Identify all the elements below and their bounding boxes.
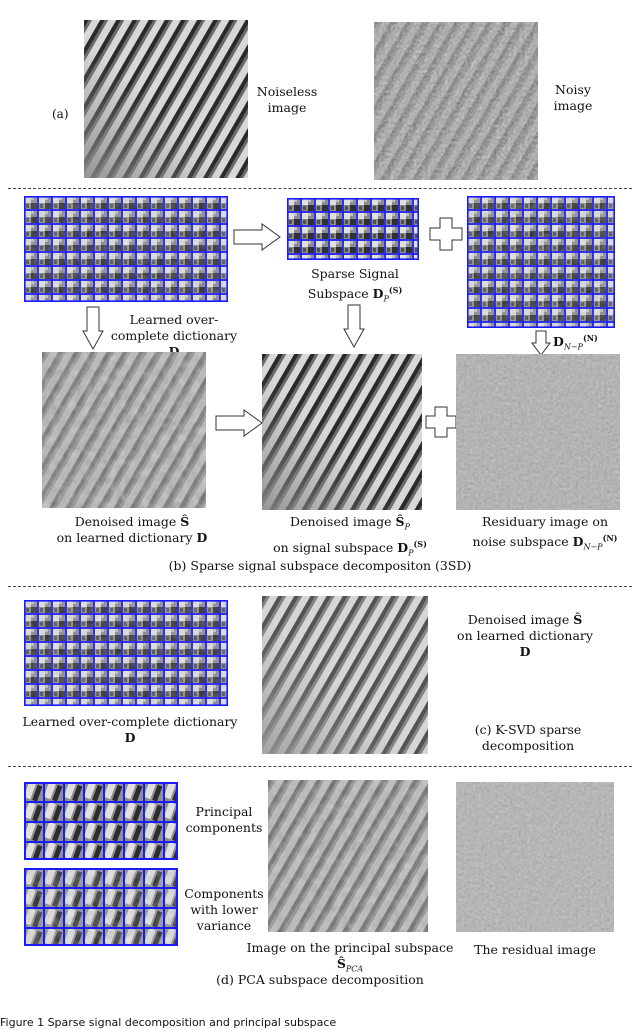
noiseless-label: Noiseless image [256, 84, 318, 115]
down-arrow-icon [343, 304, 365, 349]
panel-d-caption: (d) PCA subspace decomposition [216, 972, 424, 987]
right-arrow-icon [233, 223, 281, 251]
residual-label: Residuary image on noise subspace DN−P(N… [472, 514, 618, 552]
denoised-label: Denoised image Ŝ on learned dictionary D [56, 514, 208, 545]
separator [8, 188, 632, 189]
sparse-signal-subspace-grid [287, 198, 419, 260]
residual-noise-image [456, 354, 620, 510]
panel-b-caption: (b) Sparse signal subspace decompositon … [168, 558, 472, 573]
noise-subspace-label: DN−P(N) [553, 333, 598, 352]
noisy-image [374, 22, 538, 180]
plus-icon [429, 217, 463, 251]
ksvd-denoised-image [262, 596, 428, 754]
down-arrow-icon [82, 306, 104, 351]
residual-image-label: The residual image [474, 942, 596, 957]
pca-image-label: Image on the principal subspace ŜPCA [246, 940, 454, 974]
lower-variance-grid [24, 868, 178, 946]
dictionary-label: Learned over-complete dictionary D [22, 714, 238, 745]
noise-subspace-grid [467, 196, 615, 328]
separator [8, 766, 632, 767]
learned-dictionary-grid [24, 196, 228, 302]
ksvd-denoised-label: Denoised image Ŝ on learned dictionary D [457, 612, 593, 659]
down-arrow-icon [531, 330, 551, 356]
right-arrow-icon [215, 409, 263, 437]
dictionary-label: Learned over- complete dictionary D [110, 312, 238, 359]
denoised-image [42, 352, 206, 508]
noisy-label: Noisy image [553, 82, 593, 113]
pca-residual-image [456, 782, 614, 932]
lower-variance-label: Components with lower variance [184, 886, 264, 933]
noiseless-image [84, 20, 248, 178]
panel-c-caption: (c) K-SVD sparse decomposition [474, 722, 582, 753]
figure-caption: Figure 1 Sparse signal decomposition and… [0, 1016, 337, 1029]
panel-a-label: (a) [52, 107, 69, 121]
pca-subspace-image [268, 780, 428, 932]
signal-subspace-image [262, 354, 422, 510]
principal-label: Principal components [185, 804, 263, 835]
sparse-subspace-label: Sparse Signal Subspace DP(S) [307, 266, 403, 304]
learned-dictionary-grid [24, 600, 228, 706]
signal-subspace-label: Denoised image ŜP on signal subspace DP(… [273, 514, 427, 558]
principal-components-grid [24, 782, 178, 860]
plus-icon [425, 406, 457, 438]
separator [8, 586, 632, 587]
